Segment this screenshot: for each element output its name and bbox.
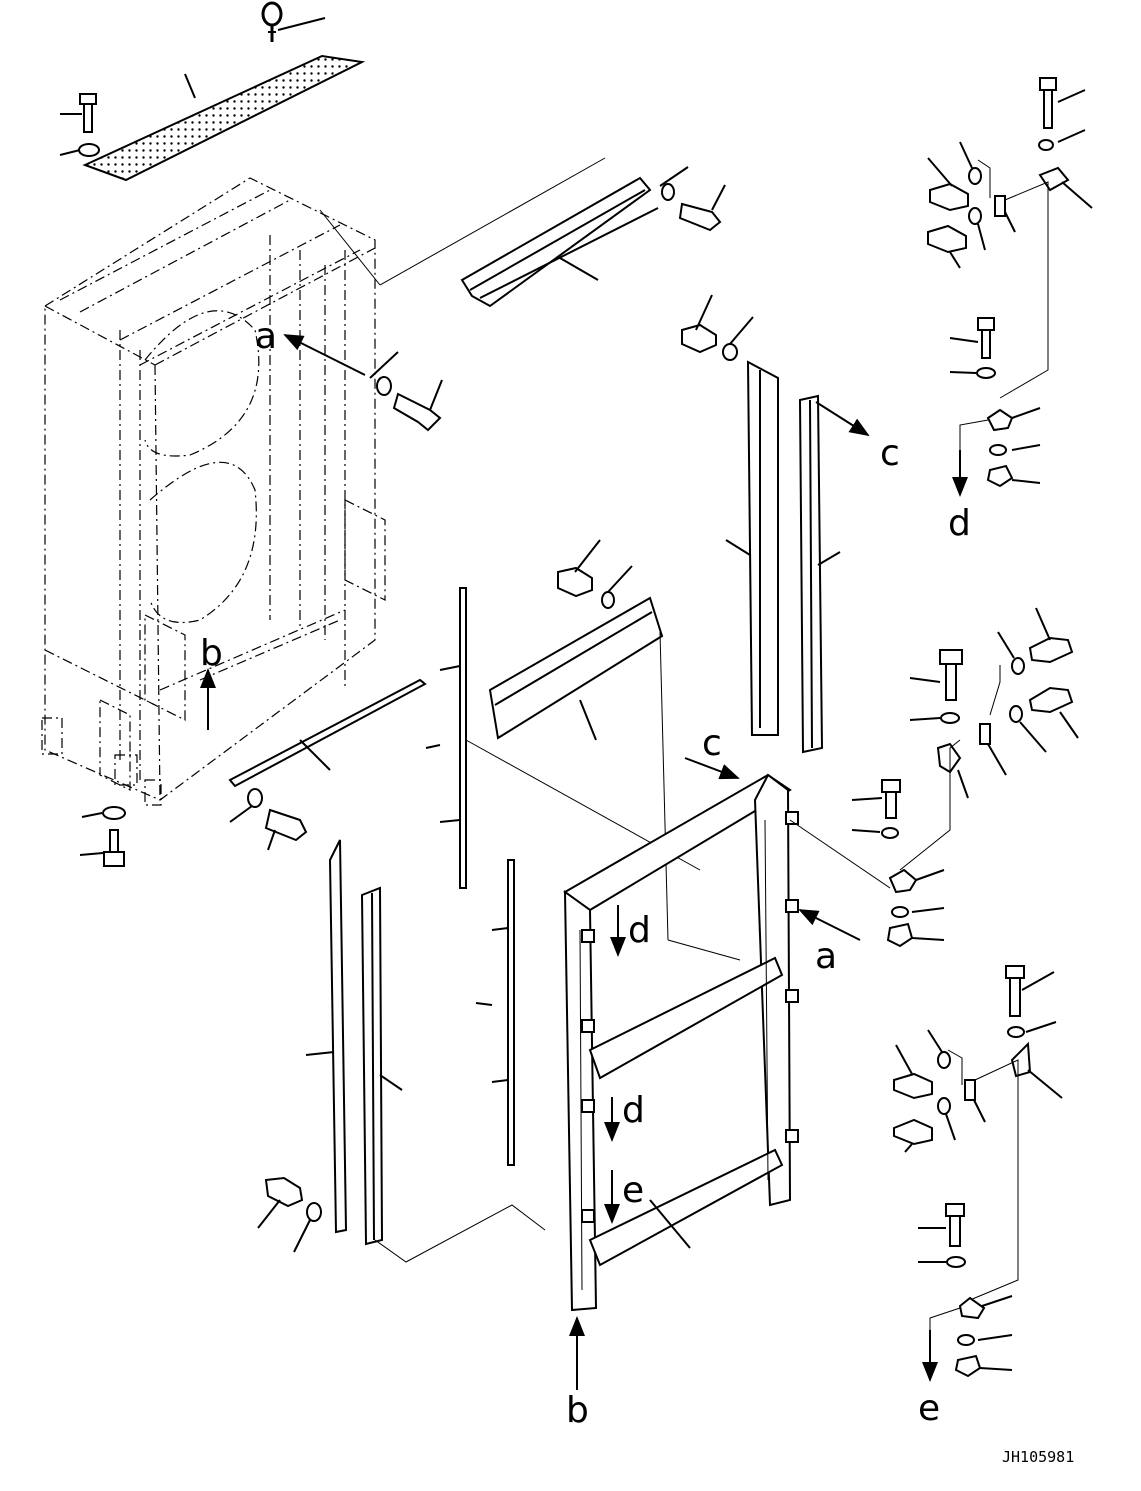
label-a-upper: a bbox=[255, 316, 277, 357]
label-b-lower: b bbox=[566, 1390, 589, 1431]
detail-e-bottom: e bbox=[893, 965, 1063, 1429]
horizontal-seal-plate bbox=[488, 596, 741, 961]
lower-left-seal-bolt bbox=[257, 1176, 546, 1263]
leader-b-upper: b bbox=[200, 633, 223, 730]
leader-d-frame-2: d bbox=[604, 1090, 645, 1142]
eye-bolt bbox=[261, 1, 326, 42]
top-cover-bolt bbox=[59, 93, 100, 157]
top-angle-seal bbox=[319, 157, 726, 308]
label-d-frame-2: d bbox=[622, 1090, 645, 1131]
vertical-seal-left bbox=[725, 360, 779, 736]
main-radiator-frame bbox=[563, 773, 799, 1312]
label-a-lower: a bbox=[815, 936, 837, 977]
lower-left-bolt bbox=[79, 806, 126, 867]
detail-d-top: d bbox=[927, 77, 1093, 544]
center-bolt bbox=[557, 539, 633, 609]
bolt-upper-mid bbox=[681, 294, 754, 361]
leader-a-lower: a bbox=[798, 909, 861, 977]
label-d-frame-1: d bbox=[628, 910, 651, 951]
label-c-lower: c bbox=[702, 723, 722, 764]
leader-b-lower: b bbox=[566, 1316, 589, 1431]
drawing-code: JH105981 bbox=[1002, 1448, 1074, 1466]
label-d-detail-1: d bbox=[948, 503, 971, 544]
label-e-frame: e bbox=[622, 1170, 644, 1211]
detail-d-middle bbox=[789, 607, 1079, 948]
thin-seal-strip-2 bbox=[475, 859, 515, 1166]
label-e-detail: e bbox=[918, 1388, 940, 1429]
radiator-frame-assembly bbox=[41, 177, 386, 806]
lower-tall-seal-right bbox=[360, 886, 403, 1246]
lower-seal-bar bbox=[228, 678, 427, 851]
leader-c-lower: c bbox=[684, 723, 740, 780]
leader-c-upper: c bbox=[815, 401, 900, 474]
leader-d-frame-1: d bbox=[610, 905, 651, 957]
label-c-upper: c bbox=[880, 433, 900, 474]
leader-a-upper: a bbox=[255, 316, 366, 376]
perforated-top-cover bbox=[82, 54, 366, 182]
frame-mount-bolt bbox=[369, 351, 443, 432]
lower-tall-seal-left bbox=[305, 839, 348, 1234]
vertical-seal-right bbox=[798, 394, 841, 754]
label-b-upper: b bbox=[200, 633, 223, 674]
leader-e-frame: e bbox=[604, 1170, 644, 1224]
